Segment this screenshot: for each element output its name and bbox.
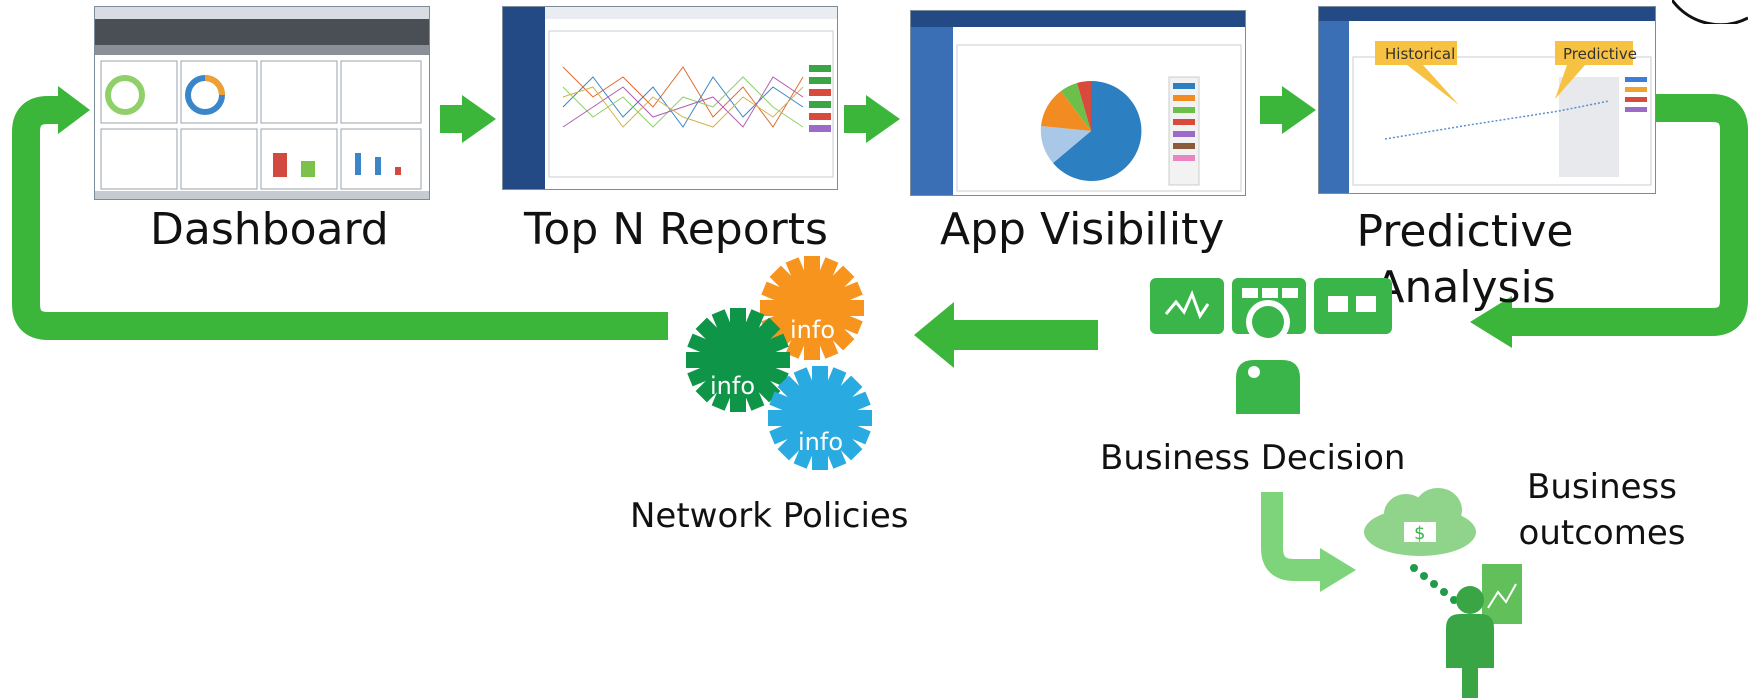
historical-callout: Historical — [1385, 45, 1456, 63]
topn-thumbnail — [502, 6, 838, 190]
arrow-decision-outcomes — [1261, 492, 1322, 581]
arrow-dash-topn — [462, 95, 496, 143]
business-decision-label: Business Decision — [1100, 438, 1406, 478]
predictive-callout: Predictive — [1563, 45, 1637, 63]
business-decision-icon — [1150, 278, 1392, 414]
business-outcomes-label: Business outcomes — [1518, 467, 1686, 553]
partial-badge — [1672, 0, 1748, 24]
arrow-app-pred — [1282, 86, 1316, 134]
stage-label-app: App Visibility — [940, 204, 1225, 255]
stage-label-dashboard: Dashboard — [150, 204, 389, 255]
arrow-topn-app — [866, 95, 900, 143]
app-visibility-thumbnail — [910, 10, 1246, 196]
gear-orange-text: info — [790, 316, 836, 344]
stage-label-predictive: Predictive Analysis — [1356, 206, 1574, 313]
gear-green-text: info — [710, 372, 756, 400]
arrow-decision-policies — [914, 302, 954, 368]
loop-arrow-right — [1510, 94, 1748, 336]
currency-symbol: $ — [1414, 523, 1426, 544]
network-policies-label: Network Policies — [630, 496, 909, 536]
business-outcomes-icon — [1364, 488, 1522, 698]
stage-label-topn: Top N Reports — [524, 204, 828, 255]
network-policies-gears — [686, 256, 872, 470]
predictive-thumbnail: Historical Predictive — [1318, 6, 1656, 194]
loop-arrow-right-head — [1470, 296, 1512, 348]
dashboard-thumbnail — [94, 6, 430, 200]
loop-arrow-left-head — [58, 86, 90, 134]
loop-arrow-left — [12, 96, 668, 340]
gear-blue-text: info — [798, 428, 844, 456]
